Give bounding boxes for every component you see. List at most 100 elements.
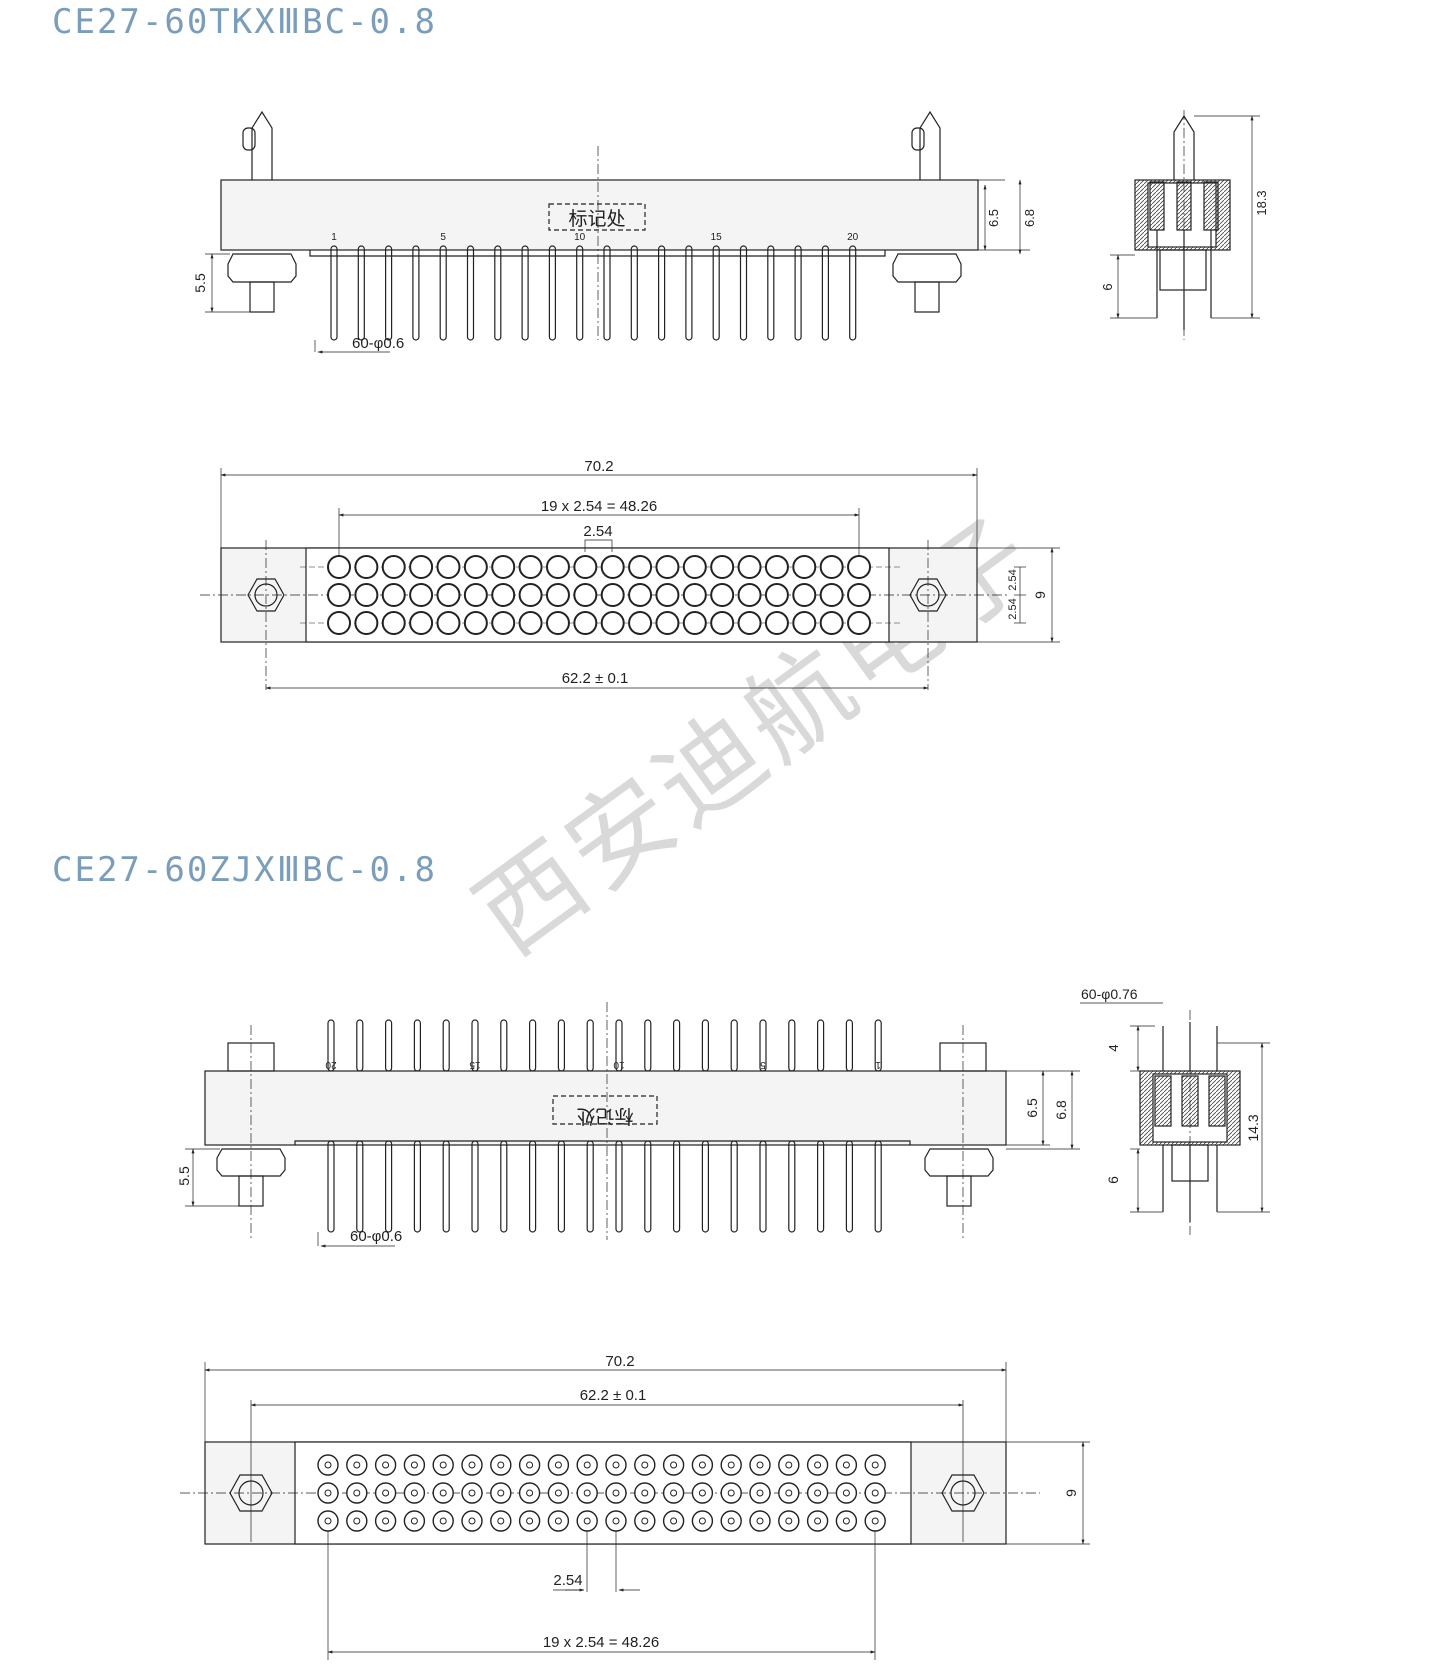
d1-pin <box>685 245 693 341</box>
d2-dim-pitch: 2.54 <box>553 1572 582 1589</box>
d1-contact-hole <box>628 611 653 635</box>
d2-dim-side-4: 4 <box>1106 1044 1121 1051</box>
d1-contact-hole <box>327 611 351 635</box>
d1-contact-hole <box>710 583 735 607</box>
d2-contact-pin <box>612 1489 620 1497</box>
d2-pin-upper <box>586 1019 594 1072</box>
d2-contact-pin <box>698 1517 706 1525</box>
d1-contact-hole <box>600 611 625 635</box>
d1-post-right <box>919 110 941 180</box>
d1-contact-hole <box>819 555 844 579</box>
d1-contact-hole <box>327 555 351 579</box>
d1-marker-label: 标记处 <box>568 208 625 230</box>
d2-pin-upper <box>327 1019 335 1072</box>
d2-contact-pin <box>641 1461 649 1469</box>
d2-pin-lower <box>816 1140 825 1233</box>
d2-contact-pin <box>785 1461 793 1469</box>
d2-dim-side-6: 6 <box>1105 1176 1121 1184</box>
d1-pin <box>712 245 720 341</box>
d1-contact-hole <box>436 611 461 635</box>
d1-contact-hole <box>764 555 789 579</box>
d2-marker-box <box>552 1095 658 1125</box>
d1-pin <box>357 245 365 341</box>
d2-pin-upper <box>759 1019 767 1072</box>
d1-contact-hole <box>764 583 789 607</box>
d1-contact-hole <box>381 583 406 607</box>
d1-contact-hole <box>819 583 844 607</box>
d2-contact-pin <box>526 1489 534 1497</box>
d1-contact-hole <box>792 611 817 635</box>
d2-pin-upper <box>615 1019 623 1072</box>
d2-contact-pin <box>410 1489 418 1497</box>
d2-pin-upper <box>528 1019 537 1072</box>
d1-dim-row-pitch-b: 2.54 <box>1007 598 1019 619</box>
d2-contact-pin <box>497 1489 505 1497</box>
d1-pin <box>821 245 830 341</box>
d2-nut-left <box>216 1148 286 1177</box>
d1-contact-hole <box>518 555 543 579</box>
d2-pin-lower <box>471 1140 479 1233</box>
d1-contact-hole <box>436 555 461 579</box>
d1-contact-hole <box>354 611 379 635</box>
d2-contact-pin <box>814 1517 822 1525</box>
d1-nut-right <box>892 253 962 283</box>
d1-top-view <box>200 468 1060 690</box>
d1-dim-70-2: 70.2 <box>584 458 613 475</box>
d2-nut-right <box>924 1148 994 1177</box>
d2-contact-pin <box>814 1489 822 1497</box>
d2-pin-number: 5 <box>760 1059 766 1070</box>
d2-pin-upper <box>442 1019 450 1072</box>
d2-contact-pin <box>842 1461 850 1469</box>
d1-contact-hole <box>354 555 379 579</box>
d2-contact-pin <box>324 1489 332 1497</box>
d2-pin-number: 10 <box>613 1059 625 1070</box>
d1-pin <box>330 245 338 341</box>
d1-pin-number: 1 <box>331 232 337 243</box>
d1-dim-pitch-total: 19 x 2.54 = 48.26 <box>541 498 657 515</box>
d2-pin-lower <box>442 1140 450 1233</box>
d1-contact-hole <box>409 555 434 579</box>
d2-pin-upper <box>644 1019 652 1072</box>
d1-contact-hole <box>628 555 653 579</box>
d2-contact-pin <box>641 1489 649 1497</box>
d2-contact-pin <box>554 1461 562 1469</box>
d2-pin-upper <box>413 1019 421 1072</box>
d1-contact-hole <box>737 555 762 579</box>
d2-contact-pin <box>670 1489 678 1497</box>
d2-contact-pin <box>670 1517 678 1525</box>
d2-contact-pin <box>583 1517 591 1525</box>
d1-pin-row <box>330 245 857 341</box>
d2-top-view <box>180 1362 1090 1660</box>
d2-pin-lower <box>672 1140 681 1233</box>
d2-pin-upper <box>845 1019 854 1072</box>
d1-contact-hole <box>682 555 707 579</box>
d1-pin <box>794 245 802 341</box>
d2-contact-pin <box>842 1517 850 1525</box>
d1-screw-head-left <box>247 578 285 612</box>
d1-contact-hole <box>573 611 598 635</box>
d2-pin-upper <box>730 1019 738 1072</box>
d1-contact-hole <box>545 611 570 635</box>
d2-contact-pin <box>698 1489 706 1497</box>
d1-contact-hole <box>847 611 872 635</box>
drawing-1-title: CE27-60TKXⅢBC-0.8 <box>52 2 437 42</box>
d2-pin-number: 1 <box>875 1059 881 1070</box>
d1-pin <box>739 245 748 341</box>
drawing-2-title: CE27-60ZJXⅢBC-0.8 <box>52 850 437 890</box>
d2-pin-upper <box>874 1019 882 1072</box>
d2-contact-pin <box>353 1461 361 1469</box>
d2-pin-lower <box>759 1140 767 1233</box>
d1-screw-right <box>914 281 940 313</box>
d1-contact-hole <box>655 583 680 607</box>
d2-pin-lower <box>413 1140 421 1233</box>
d1-contact-hole <box>409 611 434 635</box>
d2-dim-70-2: 70.2 <box>605 1353 634 1370</box>
d1-side-view <box>1110 110 1260 340</box>
d2-contact-pin <box>497 1517 505 1525</box>
d2-dim-6-5: 6.5 <box>1024 1098 1040 1118</box>
d1-marker-box <box>548 203 646 231</box>
d1-contact-hole <box>682 583 707 607</box>
d2-pin-lower <box>500 1140 508 1233</box>
d1-contact-hole <box>600 555 625 579</box>
d1-pin-number: 10 <box>574 232 586 243</box>
